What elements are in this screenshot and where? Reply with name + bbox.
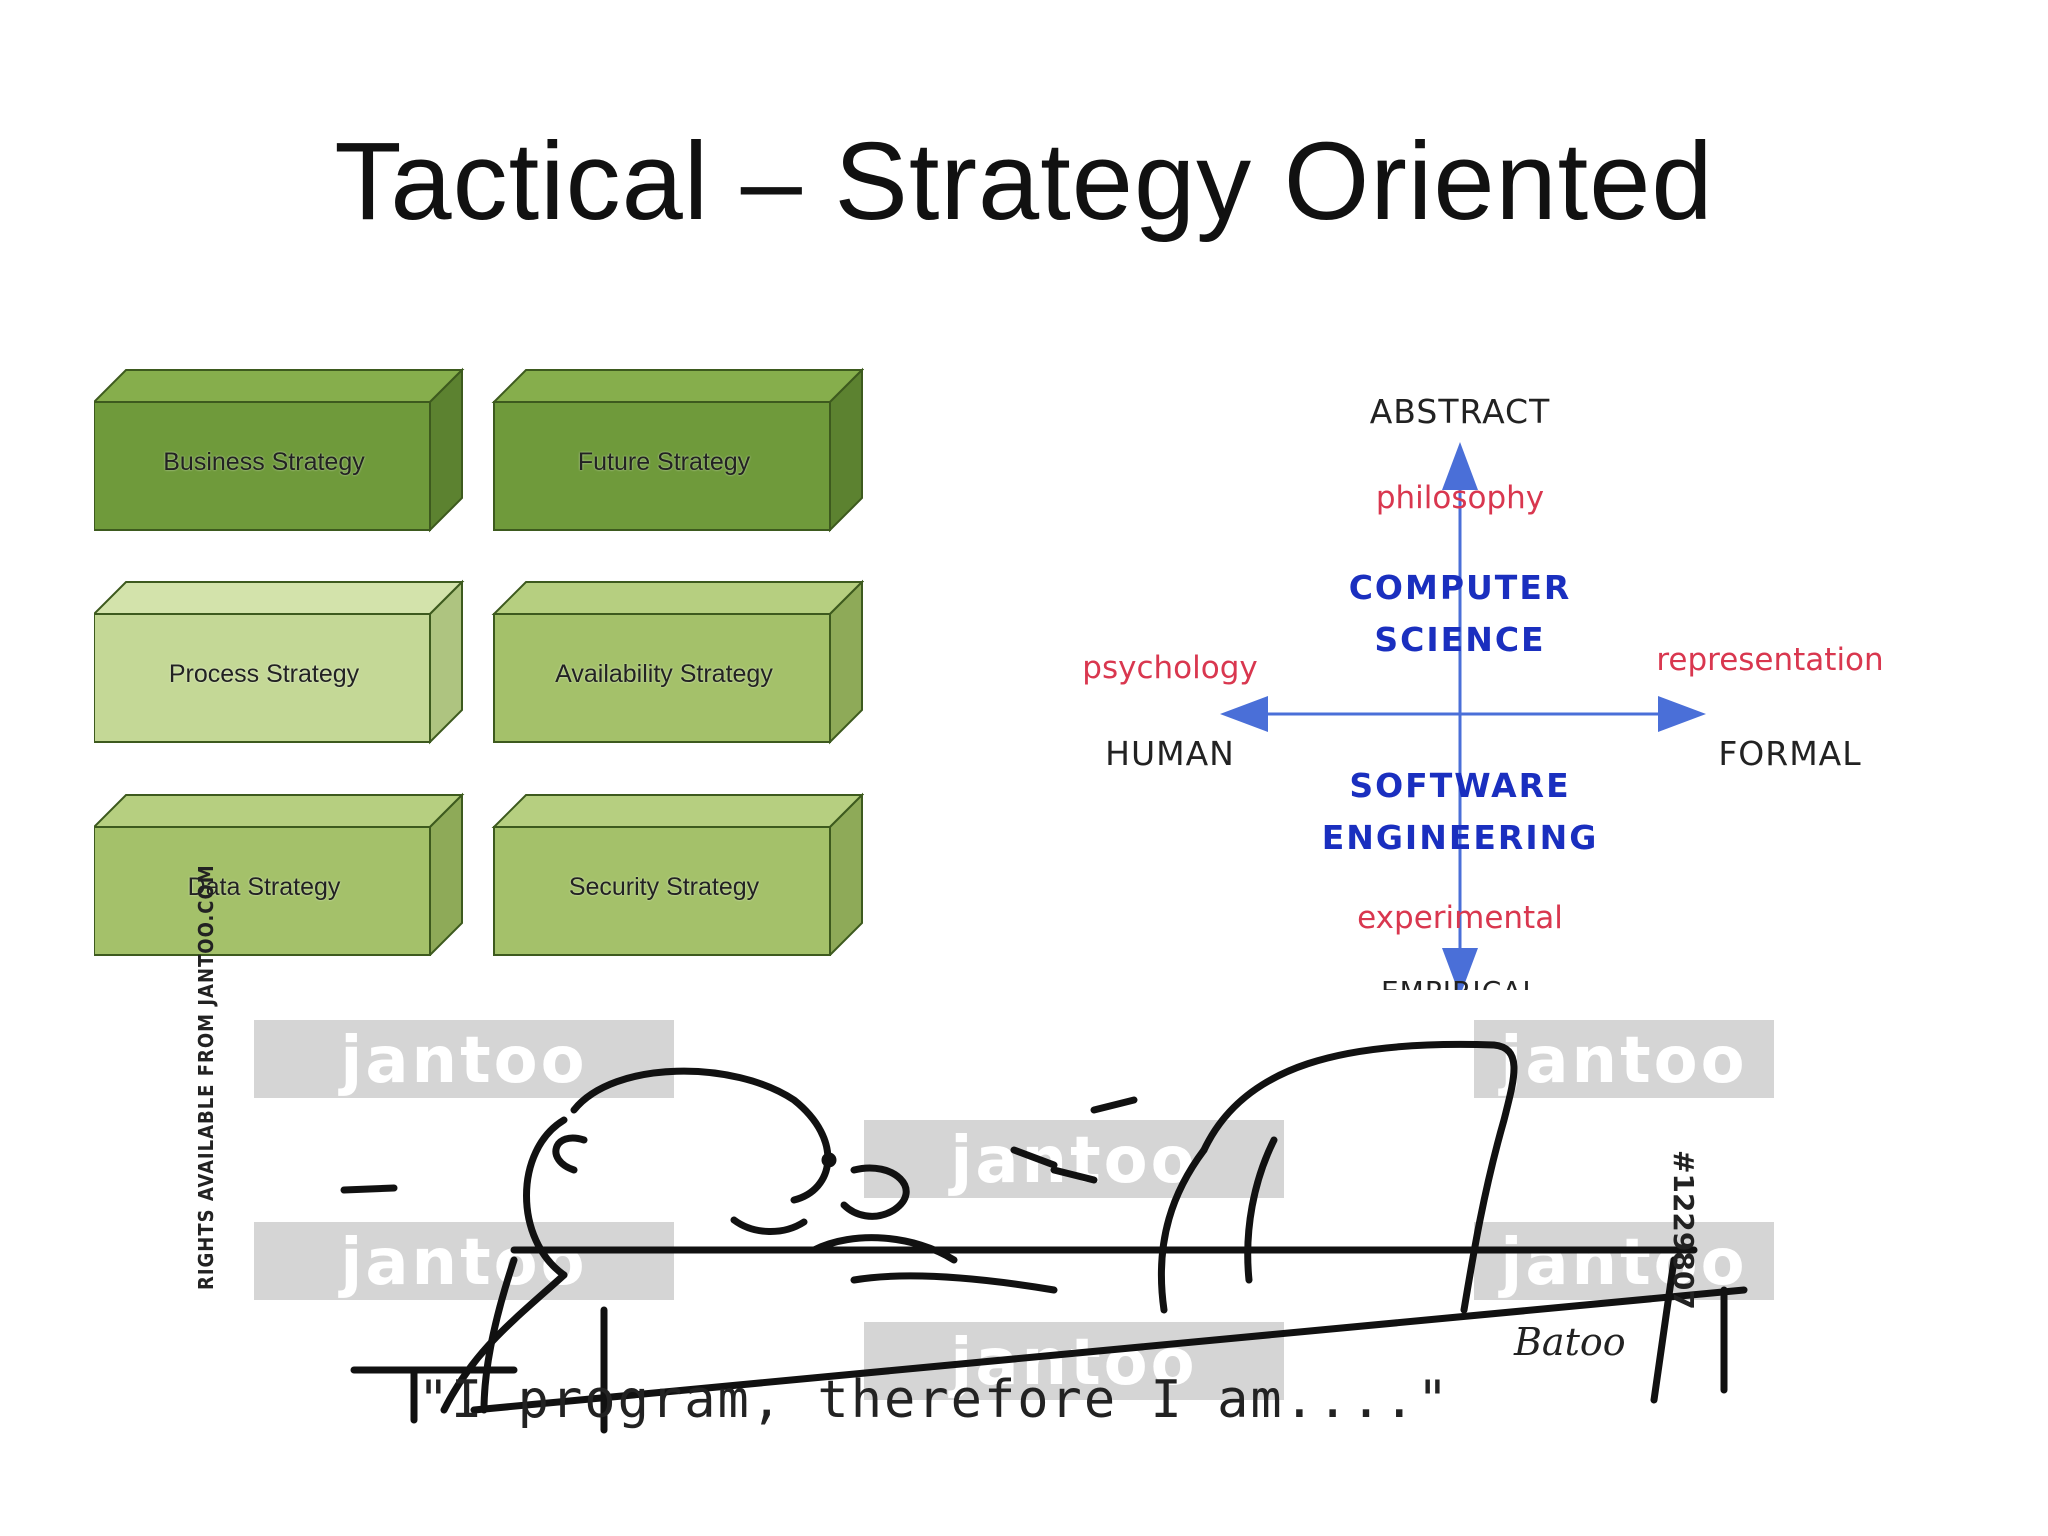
label-representation: representation (1656, 642, 1884, 678)
label-formal: FORMAL (1718, 734, 1862, 773)
strategy-box-1 (491, 367, 864, 533)
label-philosophy: philosophy (1375, 480, 1545, 516)
strategy-box-0 (94, 367, 465, 533)
artist-signature: Batoo (1514, 1320, 1626, 1364)
watermark-4: jantoo (254, 1222, 674, 1300)
programmer-cartoon: jantoo jantoo jantoo jantoo jantoo janto… (94, 864, 1774, 1450)
strategy-box-5 (491, 792, 864, 956)
strategy-box-3 (491, 579, 864, 745)
rights-notice: RIGHTS AVAILABLE FROM JANTOO.COM (194, 864, 218, 1290)
cartoon-id: #1229807 (1667, 1150, 1700, 1310)
box-label-availability: Availability Strategy (555, 660, 773, 688)
strategy-box-4 (94, 792, 465, 956)
label-science: SCIENCE (1374, 620, 1546, 659)
watermark-2: jantoo (1474, 1020, 1774, 1098)
strategy-box-2 (94, 579, 465, 745)
label-software: SOFTWARE (1349, 766, 1571, 805)
box-label-business: Business Strategy (163, 448, 365, 476)
strategy-box-shapes (94, 367, 864, 956)
box-label-process: Process Strategy (168, 660, 360, 688)
label-abstract: ABSTRACT (1369, 392, 1551, 431)
cartoon-caption: "I program, therefore I am...." (417, 1370, 1451, 1430)
cs-quadrant-diagram: ABSTRACT philosophy COMPUTER SCIENCE psy… (1050, 380, 1950, 1000)
label-human: HUMAN (1105, 734, 1235, 773)
label-computer: COMPUTER (1348, 568, 1572, 607)
cartoon-drawing (340, 1040, 1748, 1434)
strategy-box-grid: Business Strategy Future Strategy Proces… (94, 356, 864, 956)
box-label-data: Data Strategy (187, 873, 341, 901)
label-psychology: psychology (1082, 650, 1258, 686)
watermark-6: jantoo (864, 1322, 1284, 1400)
label-engineering: ENGINEERING (1321, 818, 1599, 857)
slide-title: Tactical – Strategy Oriented (334, 120, 1714, 243)
quadrant-axes (1220, 442, 1706, 996)
box-label-future: Future Strategy (577, 448, 751, 476)
label-experimental: experimental (1357, 900, 1563, 936)
box-label-security: Security Strategy (568, 873, 760, 901)
